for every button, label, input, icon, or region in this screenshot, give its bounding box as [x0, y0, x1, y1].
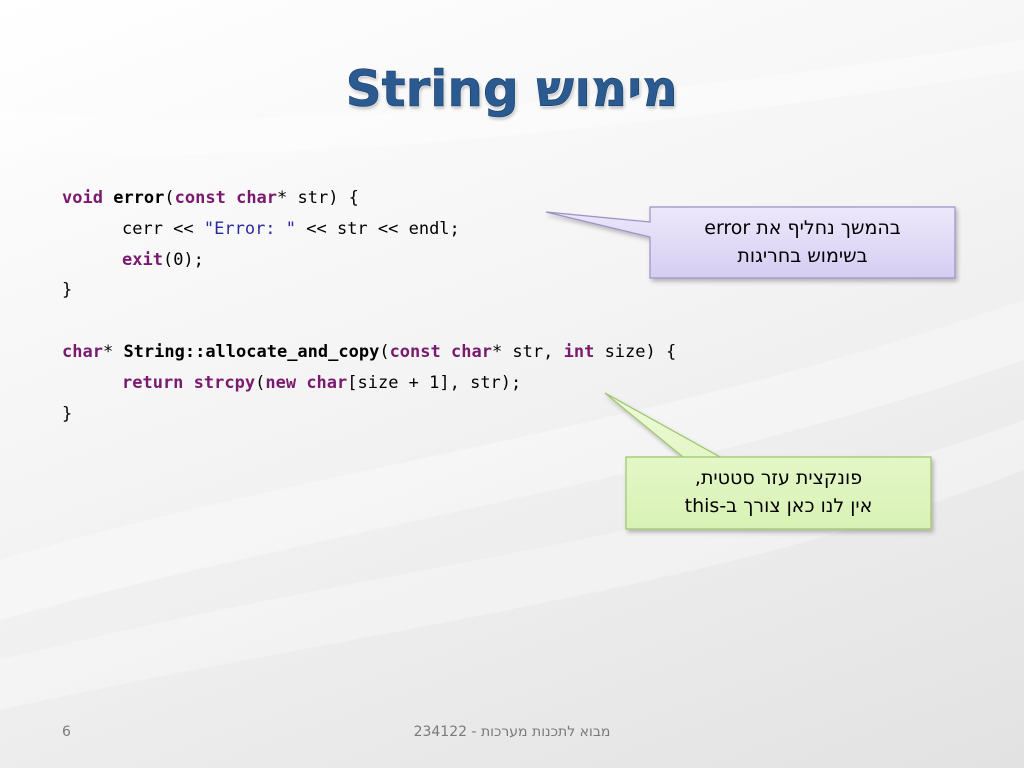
code-paren: (: [379, 341, 390, 362]
slide-number: 6: [62, 724, 71, 740]
string-literal: "Error: ": [203, 218, 297, 239]
callout-top-text: בהמשך נחליף את error בשימוש בחריגות: [650, 214, 955, 270]
slide-title: String מימוש: [345, 60, 679, 119]
function-call-exit: exit: [122, 249, 163, 270]
code-text: *: [102, 341, 124, 362]
code-line-2: cerr << "Error: " << str << endl;: [62, 214, 676, 245]
keyword-const: const: [389, 341, 441, 362]
code-line-1: void error(const char* str) {: [62, 183, 676, 214]
function-name-error: error: [113, 188, 165, 208]
callout-bottom-bubble: [604, 392, 932, 530]
callout-top-line-1: בהמשך נחליף את error: [704, 217, 901, 239]
code-text: * str,: [491, 341, 564, 362]
keyword-char: char: [236, 188, 278, 208]
footer-course-name: מבוא לתכנות מערכות - 234122: [413, 724, 611, 740]
code-text: (0);: [162, 249, 204, 270]
code-paren: (: [255, 372, 266, 393]
code-text: [size + 1], str);: [347, 372, 522, 393]
callout-bottom-line-2: אין לנו כאן צורך ב-this: [684, 495, 873, 517]
keyword-void: void: [62, 188, 103, 208]
code-text: size) {: [594, 341, 677, 362]
function-call-strcpy: strcpy: [193, 372, 256, 393]
code-text: cerr <<: [122, 218, 204, 239]
callout-bottom-line-1: פונקצית עזר סטטית,: [694, 467, 863, 489]
keyword-char: char: [62, 341, 103, 362]
function-name-allocate-and-copy: String::allocate_and_copy: [123, 341, 380, 362]
code-line-4: }: [62, 280, 73, 301]
code-text: << str << endl;: [296, 218, 460, 239]
keyword-char: char: [451, 341, 492, 362]
code-line-3: exit(0);: [62, 245, 676, 276]
callout-bottom-text: פונקצית עזר סטטית, אין לנו כאן צורך ב-th…: [626, 464, 931, 520]
keyword-new: new: [265, 372, 297, 393]
code-text: * str) {: [277, 188, 359, 208]
code-line-8: }: [62, 403, 73, 424]
callout-top-bubble: [545, 206, 956, 279]
code-line-6: char* String::allocate_and_copy(const ch…: [62, 337, 676, 368]
code-block: void error(const char* str) { cerr << "E…: [62, 183, 676, 429]
keyword-char: char: [306, 372, 348, 393]
code-paren: (: [164, 188, 175, 208]
keyword-return: return: [122, 372, 184, 393]
keyword-int: int: [563, 341, 595, 362]
keyword-const: const: [174, 188, 226, 208]
code-line-7: return strcpy(new char[size + 1], str);: [62, 368, 676, 399]
callout-top-line-2: בשימוש בחריגות: [737, 245, 868, 267]
